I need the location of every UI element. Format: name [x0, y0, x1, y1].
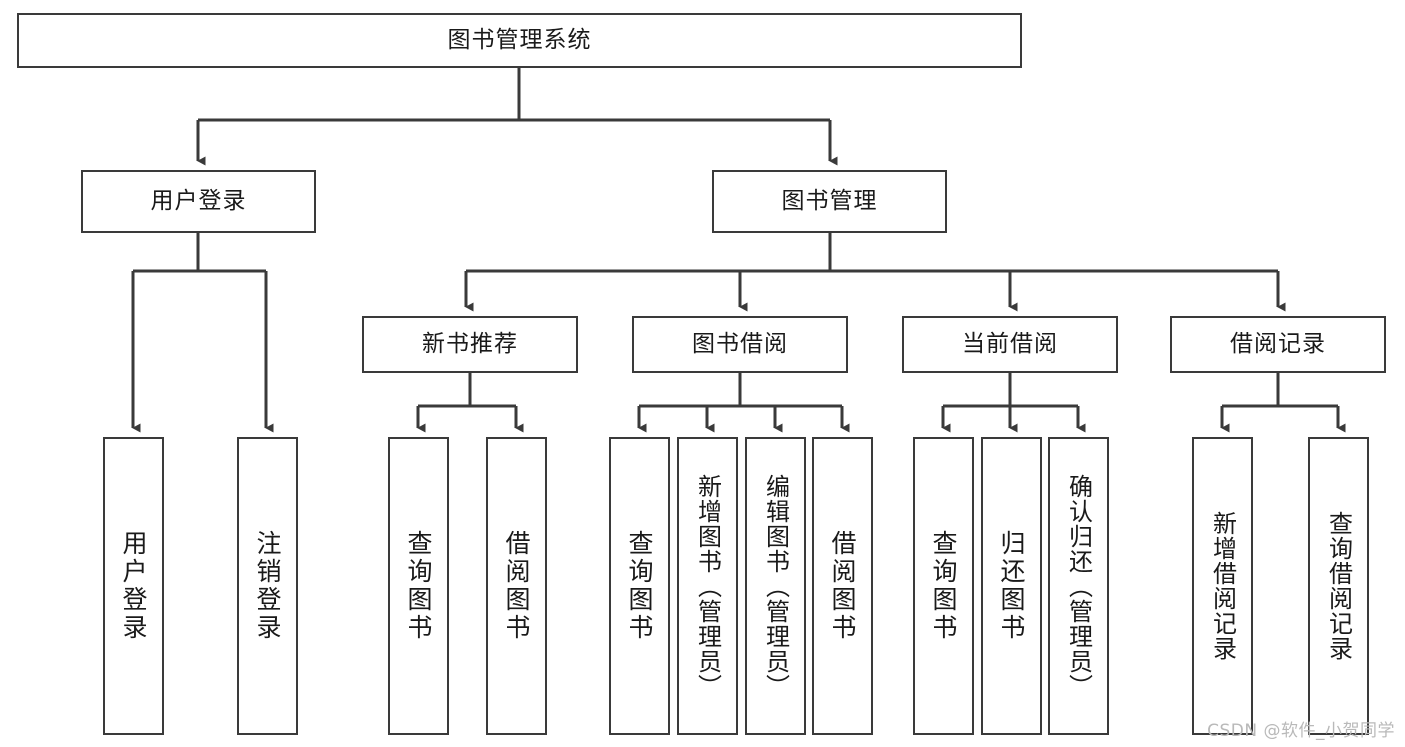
node-borrow-record[interactable]: 借阅记录	[1170, 316, 1386, 373]
node-label: 查询图书	[929, 530, 958, 642]
node-leaf-add-book-admin[interactable]: 新增图书（管理员）	[677, 437, 738, 735]
node-leaf-borrow-book-recommend[interactable]: 借阅图书	[486, 437, 547, 735]
node-leaf-query-book[interactable]: 查询图书	[609, 437, 670, 735]
node-book-management[interactable]: 图书管理	[712, 170, 947, 233]
node-label: 当前借阅	[962, 330, 1058, 357]
node-label: 用户登录	[119, 530, 148, 642]
node-label: 用户登录	[150, 187, 247, 214]
node-label: 编辑图书（管理员）	[761, 473, 790, 699]
node-new-book-recommend[interactable]: 新书推荐	[362, 316, 578, 373]
node-root-book-management-system[interactable]: 图书管理系统	[17, 13, 1022, 68]
node-label: 新增借阅记录	[1208, 511, 1237, 661]
node-label: 查询图书	[625, 530, 654, 642]
node-label: 归还图书	[997, 530, 1026, 642]
node-leaf-user-logout[interactable]: 注销登录	[237, 437, 298, 735]
node-leaf-confirm-return-admin[interactable]: 确认归还（管理员）	[1048, 437, 1109, 735]
node-leaf-query-book-recommend[interactable]: 查询图书	[388, 437, 449, 735]
node-label: 新增图书（管理员）	[693, 473, 722, 699]
node-user-login[interactable]: 用户登录	[81, 170, 316, 233]
node-current-borrow[interactable]: 当前借阅	[902, 316, 1118, 373]
node-leaf-query-book-current[interactable]: 查询图书	[913, 437, 974, 735]
node-label: 图书管理	[781, 187, 878, 214]
node-leaf-edit-book-admin[interactable]: 编辑图书（管理员）	[745, 437, 806, 735]
node-leaf-user-login[interactable]: 用户登录	[103, 437, 164, 735]
node-label: 借阅图书	[502, 530, 531, 642]
node-book-borrow[interactable]: 图书借阅	[632, 316, 848, 373]
node-label: 注销登录	[253, 530, 282, 642]
node-label: 借阅记录	[1230, 330, 1326, 357]
node-label: 借阅图书	[828, 530, 857, 642]
node-label: 查询图书	[404, 530, 433, 642]
node-label: 查询借阅记录	[1324, 511, 1353, 661]
node-label: 确认归还（管理员）	[1064, 473, 1093, 699]
node-leaf-add-borrow-record[interactable]: 新增借阅记录	[1192, 437, 1253, 735]
node-leaf-query-borrow-record[interactable]: 查询借阅记录	[1308, 437, 1369, 735]
node-leaf-return-book[interactable]: 归还图书	[981, 437, 1042, 735]
node-leaf-borrow-book[interactable]: 借阅图书	[812, 437, 873, 735]
node-label: 新书推荐	[422, 330, 518, 357]
node-label: 图书借阅	[692, 330, 788, 357]
node-label: 图书管理系统	[447, 26, 592, 53]
